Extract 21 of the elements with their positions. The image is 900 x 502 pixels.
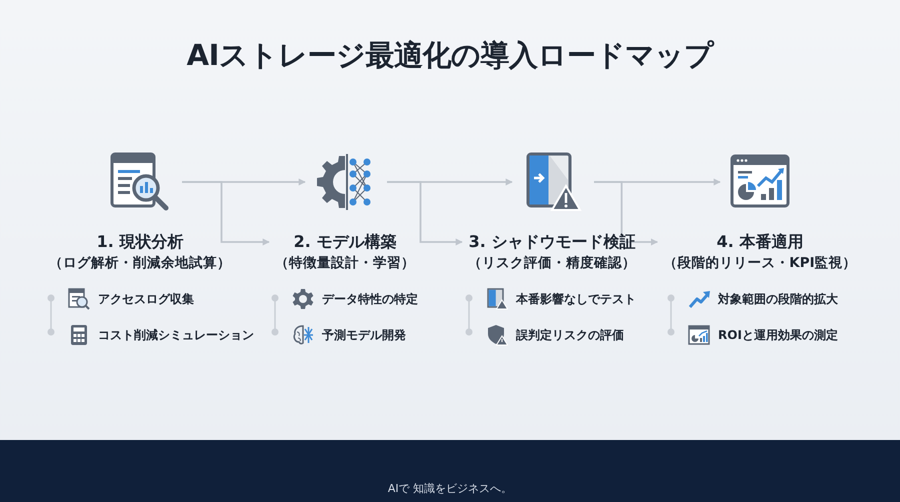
- tagline: AIで 知識をビジネスへ。: [386, 481, 514, 496]
- title: AIストレージ最適化の導入ロードマップ: [186, 37, 716, 74]
- item-text: コスト削減シミュレーション: [98, 327, 254, 344]
- item-text: 本番影響なしでテスト: [516, 291, 636, 308]
- step-title: 3. シャドウモード検証: [468, 231, 636, 253]
- item-text: アクセスログ収集: [98, 291, 194, 308]
- item-text: ROIと運用効果の測定: [718, 327, 838, 344]
- step-title: 1. 現状分析: [96, 231, 184, 253]
- step-subtitle: （特徴量設計・学習）: [275, 254, 415, 273]
- item-text: 対象範囲の段階的拡大: [718, 291, 838, 308]
- item-text: 予測モデル開発: [322, 327, 406, 344]
- item-text: 誤判定リスクの評価: [516, 327, 624, 344]
- step-subtitle: （ログ解析・削減余地試算）: [49, 254, 231, 273]
- step-subtitle: （段階的リリース・KPI監視）: [663, 254, 857, 273]
- step-title: 2. モデル構築: [292, 231, 398, 253]
- step-title: 4. 本番適用: [716, 231, 804, 253]
- item-text: データ特性の特定: [322, 291, 418, 308]
- arrow: [594, 181, 658, 246]
- arrow: [182, 181, 270, 246]
- arrow: [387, 181, 463, 246]
- step-subtitle: （リスク評価・精度確認）: [468, 254, 636, 273]
